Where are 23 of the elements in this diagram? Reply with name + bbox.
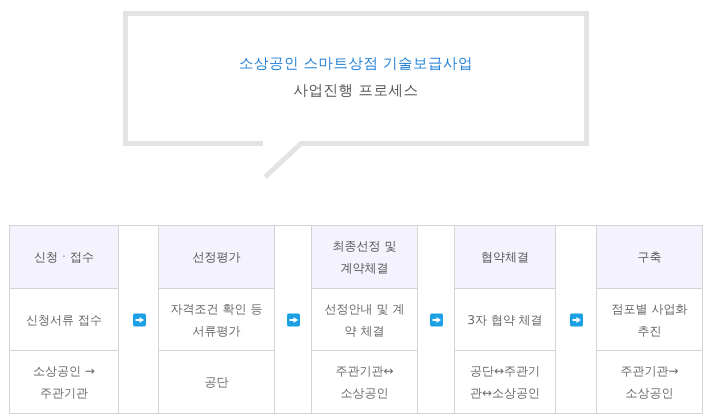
actor-text: 주관기관→소상공인 (619, 363, 680, 402)
actor-text: 소상공인 → 주관기관 (32, 363, 96, 402)
step-title: 구축 (597, 226, 702, 288)
description-text: 3자 협약 체결 (466, 312, 544, 328)
step-title: 선정평가 (159, 226, 274, 288)
actor-text: 주관기관↔소상공인 (334, 363, 395, 402)
step-title: 신청ㆍ접수 (10, 226, 118, 288)
description-text: 신청서류 접수 (25, 312, 103, 328)
title-text: 소상공인 스마트상점 기술보급사업 (238, 54, 474, 74)
actor-text: 공단↔주관기관↔소상공인 (468, 363, 542, 402)
description-text: 자격조건 확인 등 서류평가 (170, 300, 264, 340)
actor-text: 공단 (204, 374, 230, 391)
step-column (311, 225, 418, 414)
step-column (9, 225, 119, 414)
speech-bubble (123, 9, 589, 181)
description-text: 점포별 사업화 추진 (610, 300, 688, 340)
step-column (596, 225, 703, 414)
step-title: 협약체결 (455, 226, 555, 288)
description-text: 선정안내 및 계약 체결 (324, 300, 406, 340)
step-column (158, 225, 275, 414)
step-title: 최종선정 및 계약체결 (312, 226, 417, 288)
subtitle-text: 사업진행 프로세스 (294, 82, 418, 100)
step-column (454, 225, 556, 414)
